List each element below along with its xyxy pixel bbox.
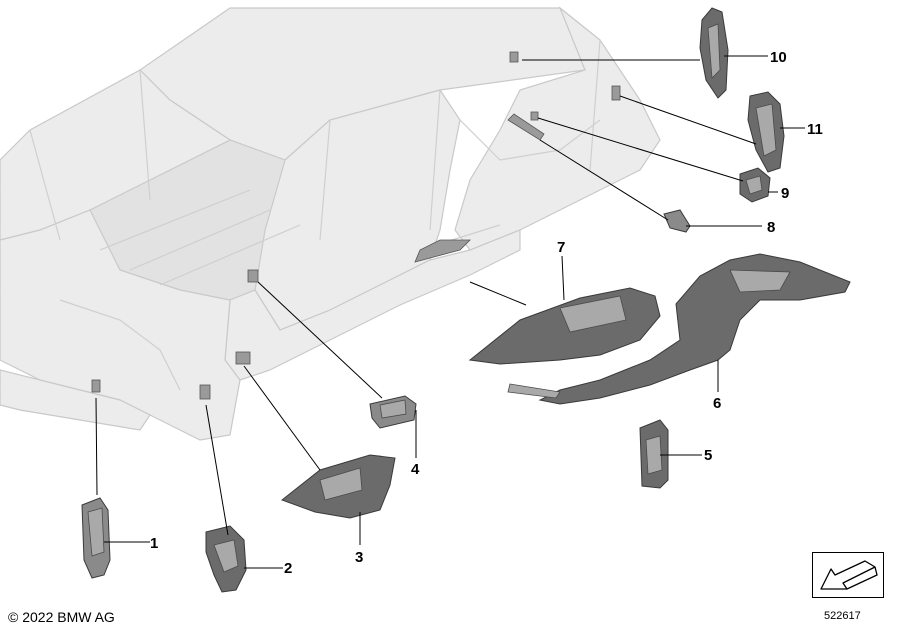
copyright-notice: © 2022 BMW AG xyxy=(8,609,115,625)
part-4-bracket xyxy=(369,395,417,429)
part-10-pillar-trim xyxy=(699,7,729,99)
callout-7: 7 xyxy=(557,239,565,256)
part-6-underbody-panel xyxy=(507,253,851,405)
part-2-bracket xyxy=(205,525,247,593)
part-7-underbody-panel xyxy=(468,287,661,365)
callout-3: 3 xyxy=(355,549,363,566)
direction-arrow-icon xyxy=(820,560,878,590)
callout-4: 4 xyxy=(411,461,420,478)
callout-5: 5 xyxy=(704,447,712,464)
part-11-pillar-trim xyxy=(747,91,785,173)
part-8-bracket xyxy=(663,209,691,233)
orientation-indicator xyxy=(812,552,884,598)
part-1-bracket xyxy=(81,497,111,579)
callout-6: 6 xyxy=(713,395,721,412)
car-body-shell xyxy=(0,6,661,441)
body-mounting-points xyxy=(91,51,621,400)
callout-8: 8 xyxy=(767,219,775,236)
diagram-reference-number: 522617 xyxy=(824,610,861,622)
callout-11: 11 xyxy=(807,121,823,138)
part-9-bracket xyxy=(739,167,771,203)
part-5-cover xyxy=(639,419,669,489)
callout-9: 9 xyxy=(781,185,789,202)
callout-2: 2 xyxy=(284,560,292,577)
leader-lines xyxy=(95,55,805,569)
callout-1: 1 xyxy=(150,535,158,552)
callout-10: 10 xyxy=(770,49,787,66)
callout-numbers: 1 2 3 4 5 6 7 8 9 10 11 xyxy=(150,49,823,577)
part-3-cover xyxy=(280,454,396,519)
